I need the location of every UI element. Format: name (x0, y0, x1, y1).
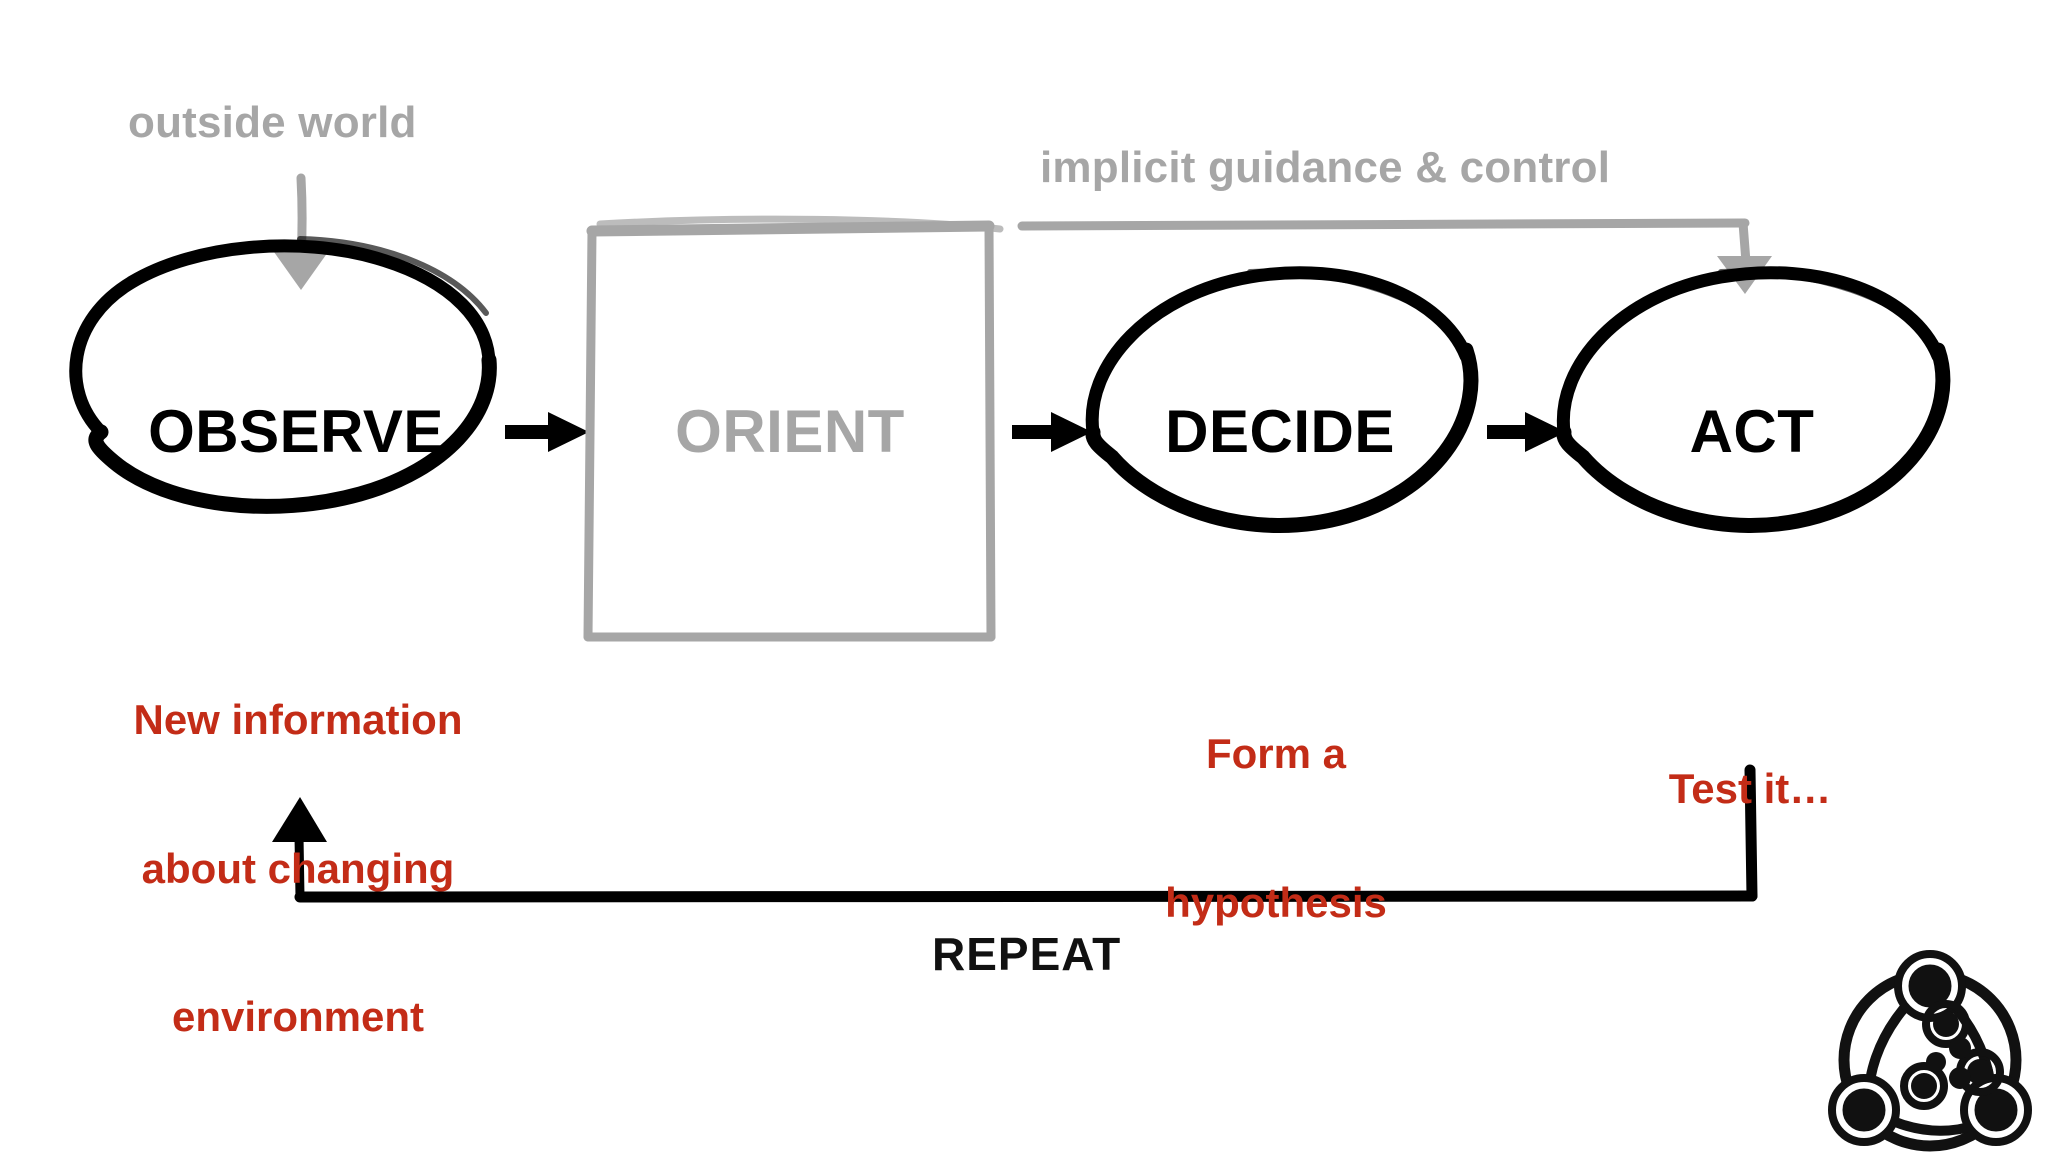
implicit-guidance-label: implicit guidance & control (1040, 143, 1611, 192)
node-label-decide: DECIDE (1165, 398, 1395, 465)
node-label-act: ACT (1689, 398, 1815, 465)
act-ellipse-shape (1556, 266, 1951, 533)
orient-rectangle-shape (583, 215, 1004, 642)
arrow-decide-to-act (1487, 412, 1566, 452)
repeat-label: REPEAT (932, 928, 1122, 980)
observe-note: New information about changing environme… (58, 596, 538, 1141)
network-nodes-logo (1828, 950, 2032, 1152)
arrow-observe-to-orient (505, 412, 589, 452)
observe-ellipse-shape (69, 236, 497, 514)
repeat-feedback-loop (272, 764, 1758, 903)
decide-note-line-2: hypothesis (1165, 878, 1387, 926)
act-note: Test it… (1570, 665, 1930, 913)
observe-note-line-2: about changing (141, 844, 455, 892)
observe-note-line-1: New information (133, 696, 463, 744)
decide-note: Form a hypothesis (1086, 630, 1466, 1026)
outside-world-arrow (274, 173, 328, 290)
implicit-guidance-connector (1017, 218, 1772, 294)
decide-ellipse-shape (1085, 266, 1479, 533)
arrow-orient-to-decide (1012, 412, 1092, 452)
outside-world-label: outside world (128, 98, 417, 147)
observe-note-line-3: environment (171, 993, 425, 1041)
node-label-observe: OBSERVE (148, 398, 444, 465)
decide-note-line-1: Form a (1205, 730, 1347, 778)
act-note-line-1: Test it… (1668, 765, 1832, 813)
node-label-orient: ORIENT (675, 398, 905, 465)
